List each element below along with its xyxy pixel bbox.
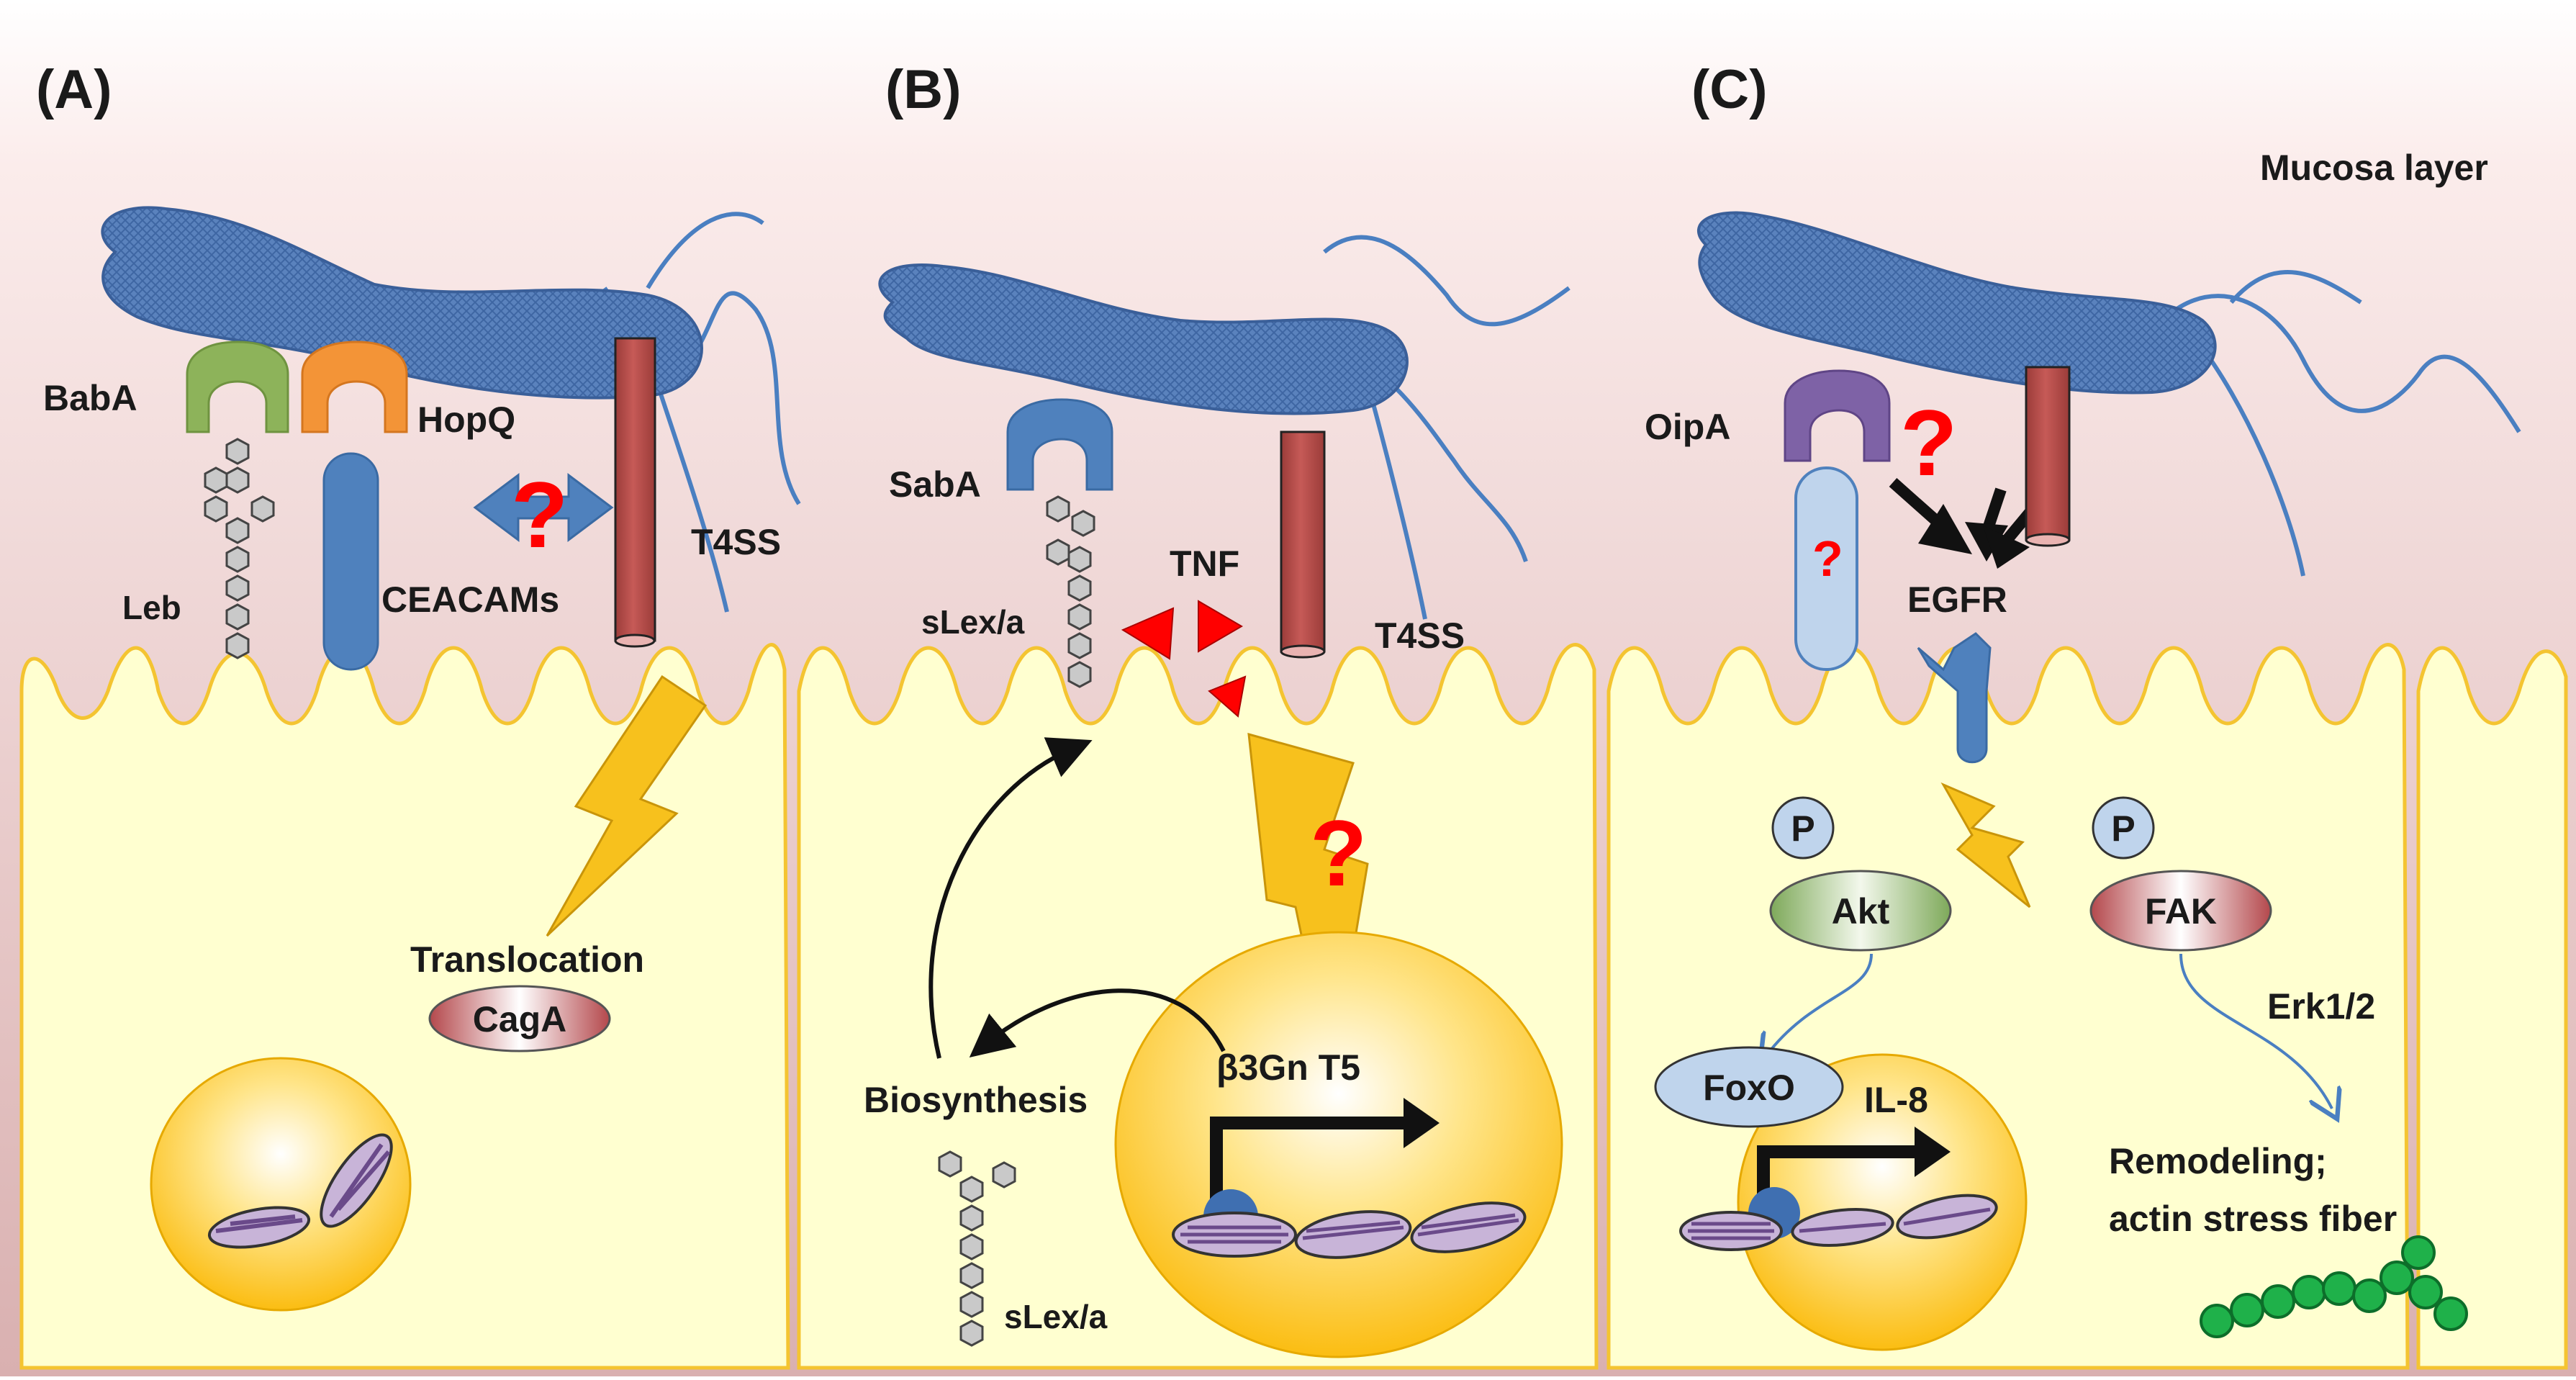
caga-oval (428, 985, 611, 1052)
p-label-fak: P (2111, 808, 2135, 849)
fak-erk-arrow (2179, 953, 2332, 1109)
phospho-akt (1771, 796, 1835, 860)
ceacams-label: CEACAMs (381, 579, 559, 620)
question-mark: ? (511, 462, 568, 567)
panel-b: (B) SabA sLex/a TNF (864, 59, 1571, 1358)
slex-glycan-bottom (938, 1150, 1016, 1347)
t4ss-pilus (614, 337, 656, 642)
nucleus (150, 1057, 412, 1312)
leb-label: Leb (122, 589, 181, 626)
foxo-oval (1654, 1046, 1844, 1128)
ceacams-receptor (322, 452, 379, 671)
nucleus (1114, 931, 1563, 1358)
remodeling-label-line1: Remodeling; (2109, 1141, 2327, 1181)
panel-b-label: (B) (885, 59, 962, 120)
fak-label: FAK (2145, 891, 2217, 932)
egfr-label: EGFR (1907, 579, 2007, 620)
hopq-label: HopQ (417, 400, 515, 440)
baba-label: BabA (43, 378, 137, 418)
panel-c-label: (C) (1691, 59, 1768, 120)
saba-adhesin (1006, 398, 1113, 491)
akt-oval (1769, 870, 1952, 952)
biosynthesis-label: Biosynthesis (864, 1080, 1088, 1120)
oipa-label: OipA (1645, 407, 1730, 447)
flagella (2193, 337, 2305, 577)
leb-glycan (204, 438, 275, 659)
transport-arrow (928, 737, 1093, 1059)
oipa-adhesin (1784, 369, 1891, 462)
panel-a-label: (A) (36, 59, 112, 120)
flagella (2165, 294, 2521, 433)
translocation-label: Translocation (410, 939, 644, 980)
panel-c: (C) Mucosa layer OipA ? ? EGFR P A (1645, 59, 2521, 1351)
helicobacter-bacterium (1696, 211, 2217, 394)
helicobacter-bacterium (878, 263, 1409, 415)
question-mark: ? (1310, 801, 1367, 906)
translocation-bolt (546, 675, 708, 937)
t4ss-pilus (1280, 430, 1326, 653)
slex-top-label: sLex/a (921, 603, 1025, 641)
nucleosomes (1172, 1189, 1527, 1259)
panel-a: (A) BabA Leb HopQ CEACAMs (36, 59, 801, 1312)
interaction-double-arrow (473, 473, 614, 542)
flagella (2229, 270, 2362, 305)
egfr-receptor (1917, 632, 1992, 764)
flagella (646, 212, 764, 289)
baba-adhesin (186, 341, 289, 433)
remodeling-label-line2: actin stress fiber (2109, 1199, 2397, 1239)
slex-glycan (1046, 495, 1095, 688)
phospho-fak (2092, 796, 2155, 860)
actin-stress-fiber (2200, 1235, 2468, 1338)
hopq-adhesin (301, 341, 408, 433)
tnf-label: TNF (1170, 544, 1239, 584)
unknown-receptor (1794, 466, 1858, 671)
slex-bottom-label: sLex/a (1004, 1298, 1108, 1335)
akt-label: Akt (1832, 891, 1890, 932)
flagella (1323, 235, 1571, 327)
nucleosomes (1679, 1187, 1998, 1251)
p-label-akt: P (1791, 808, 1815, 849)
gene-label: β3Gn T5 (1216, 1047, 1360, 1088)
t4ss-label: T4SS (691, 522, 781, 562)
foxo-label: FoxO (1703, 1068, 1795, 1108)
t4ss-pilus (2025, 366, 2071, 541)
mucosa-label: Mucosa layer (2260, 148, 2488, 188)
nucleosomes (207, 1133, 393, 1249)
caga-label: CagA (473, 999, 567, 1039)
il8-label: IL-8 (1864, 1080, 1928, 1120)
t4ss-label: T4SS (1375, 615, 1465, 656)
saba-label: SabA (889, 464, 981, 505)
receptor-question: ? (1812, 531, 1843, 587)
akt-foxo-arrow (1767, 953, 1873, 1055)
erk-label: Erk1/2 (2267, 986, 2375, 1027)
question-mark: ? (1900, 390, 1957, 495)
signal-bolt (1940, 782, 2031, 908)
tnf-triangles (1121, 600, 1247, 718)
biosynthesis-arrow (969, 988, 1226, 1057)
nucleus (1737, 1053, 2028, 1351)
helicobacter-bacterium (101, 206, 703, 400)
fak-oval (2089, 870, 2272, 952)
